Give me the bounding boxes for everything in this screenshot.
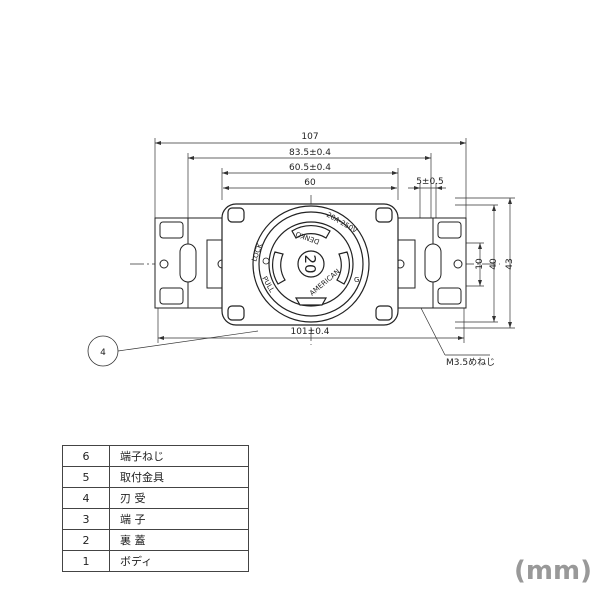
dim-height-small: 10 <box>475 258 485 270</box>
part-name: ボディ <box>109 550 249 572</box>
part-number: 3 <box>62 508 110 530</box>
part-number: 1 <box>62 550 110 572</box>
dim-slot-pitch: 5±0.5 <box>416 177 444 187</box>
part-number: 2 <box>62 529 110 551</box>
dim-bottom-width: 101±0.4 <box>290 327 329 337</box>
part-name: 端 子 <box>109 508 249 530</box>
part-name: 刃 受 <box>109 487 249 509</box>
dim-height-mid: 40 <box>489 258 499 270</box>
part-name: 端子ねじ <box>109 445 249 467</box>
dim-hole-pitch-outer: 83.5±0.4 <box>289 148 331 158</box>
part-number: 4 <box>62 487 110 509</box>
ground-mark: G <box>354 276 359 284</box>
part-name: 裏 蓋 <box>109 529 249 551</box>
receptacle-body <box>221 203 399 326</box>
part-balloon <box>87 335 119 367</box>
dim-overall-width: 107 <box>301 132 318 142</box>
dim-body-width: 60 <box>304 178 316 188</box>
dim-height-total: 43 <box>505 258 515 269</box>
center-rating-mark: 20 <box>301 254 319 273</box>
arrow-heads <box>155 141 512 340</box>
part-number: 6 <box>62 445 110 467</box>
ground-symbol-icon <box>262 257 270 265</box>
part-name: 取付金具 <box>109 466 249 488</box>
screw-callout: M3.5めねじ <box>446 357 495 368</box>
unit-label: (mm) <box>514 556 592 586</box>
balloon-number: 4 <box>100 348 106 358</box>
dim-hole-pitch-inner: 60.5±0.4 <box>289 163 331 173</box>
part-number: 5 <box>62 466 110 488</box>
